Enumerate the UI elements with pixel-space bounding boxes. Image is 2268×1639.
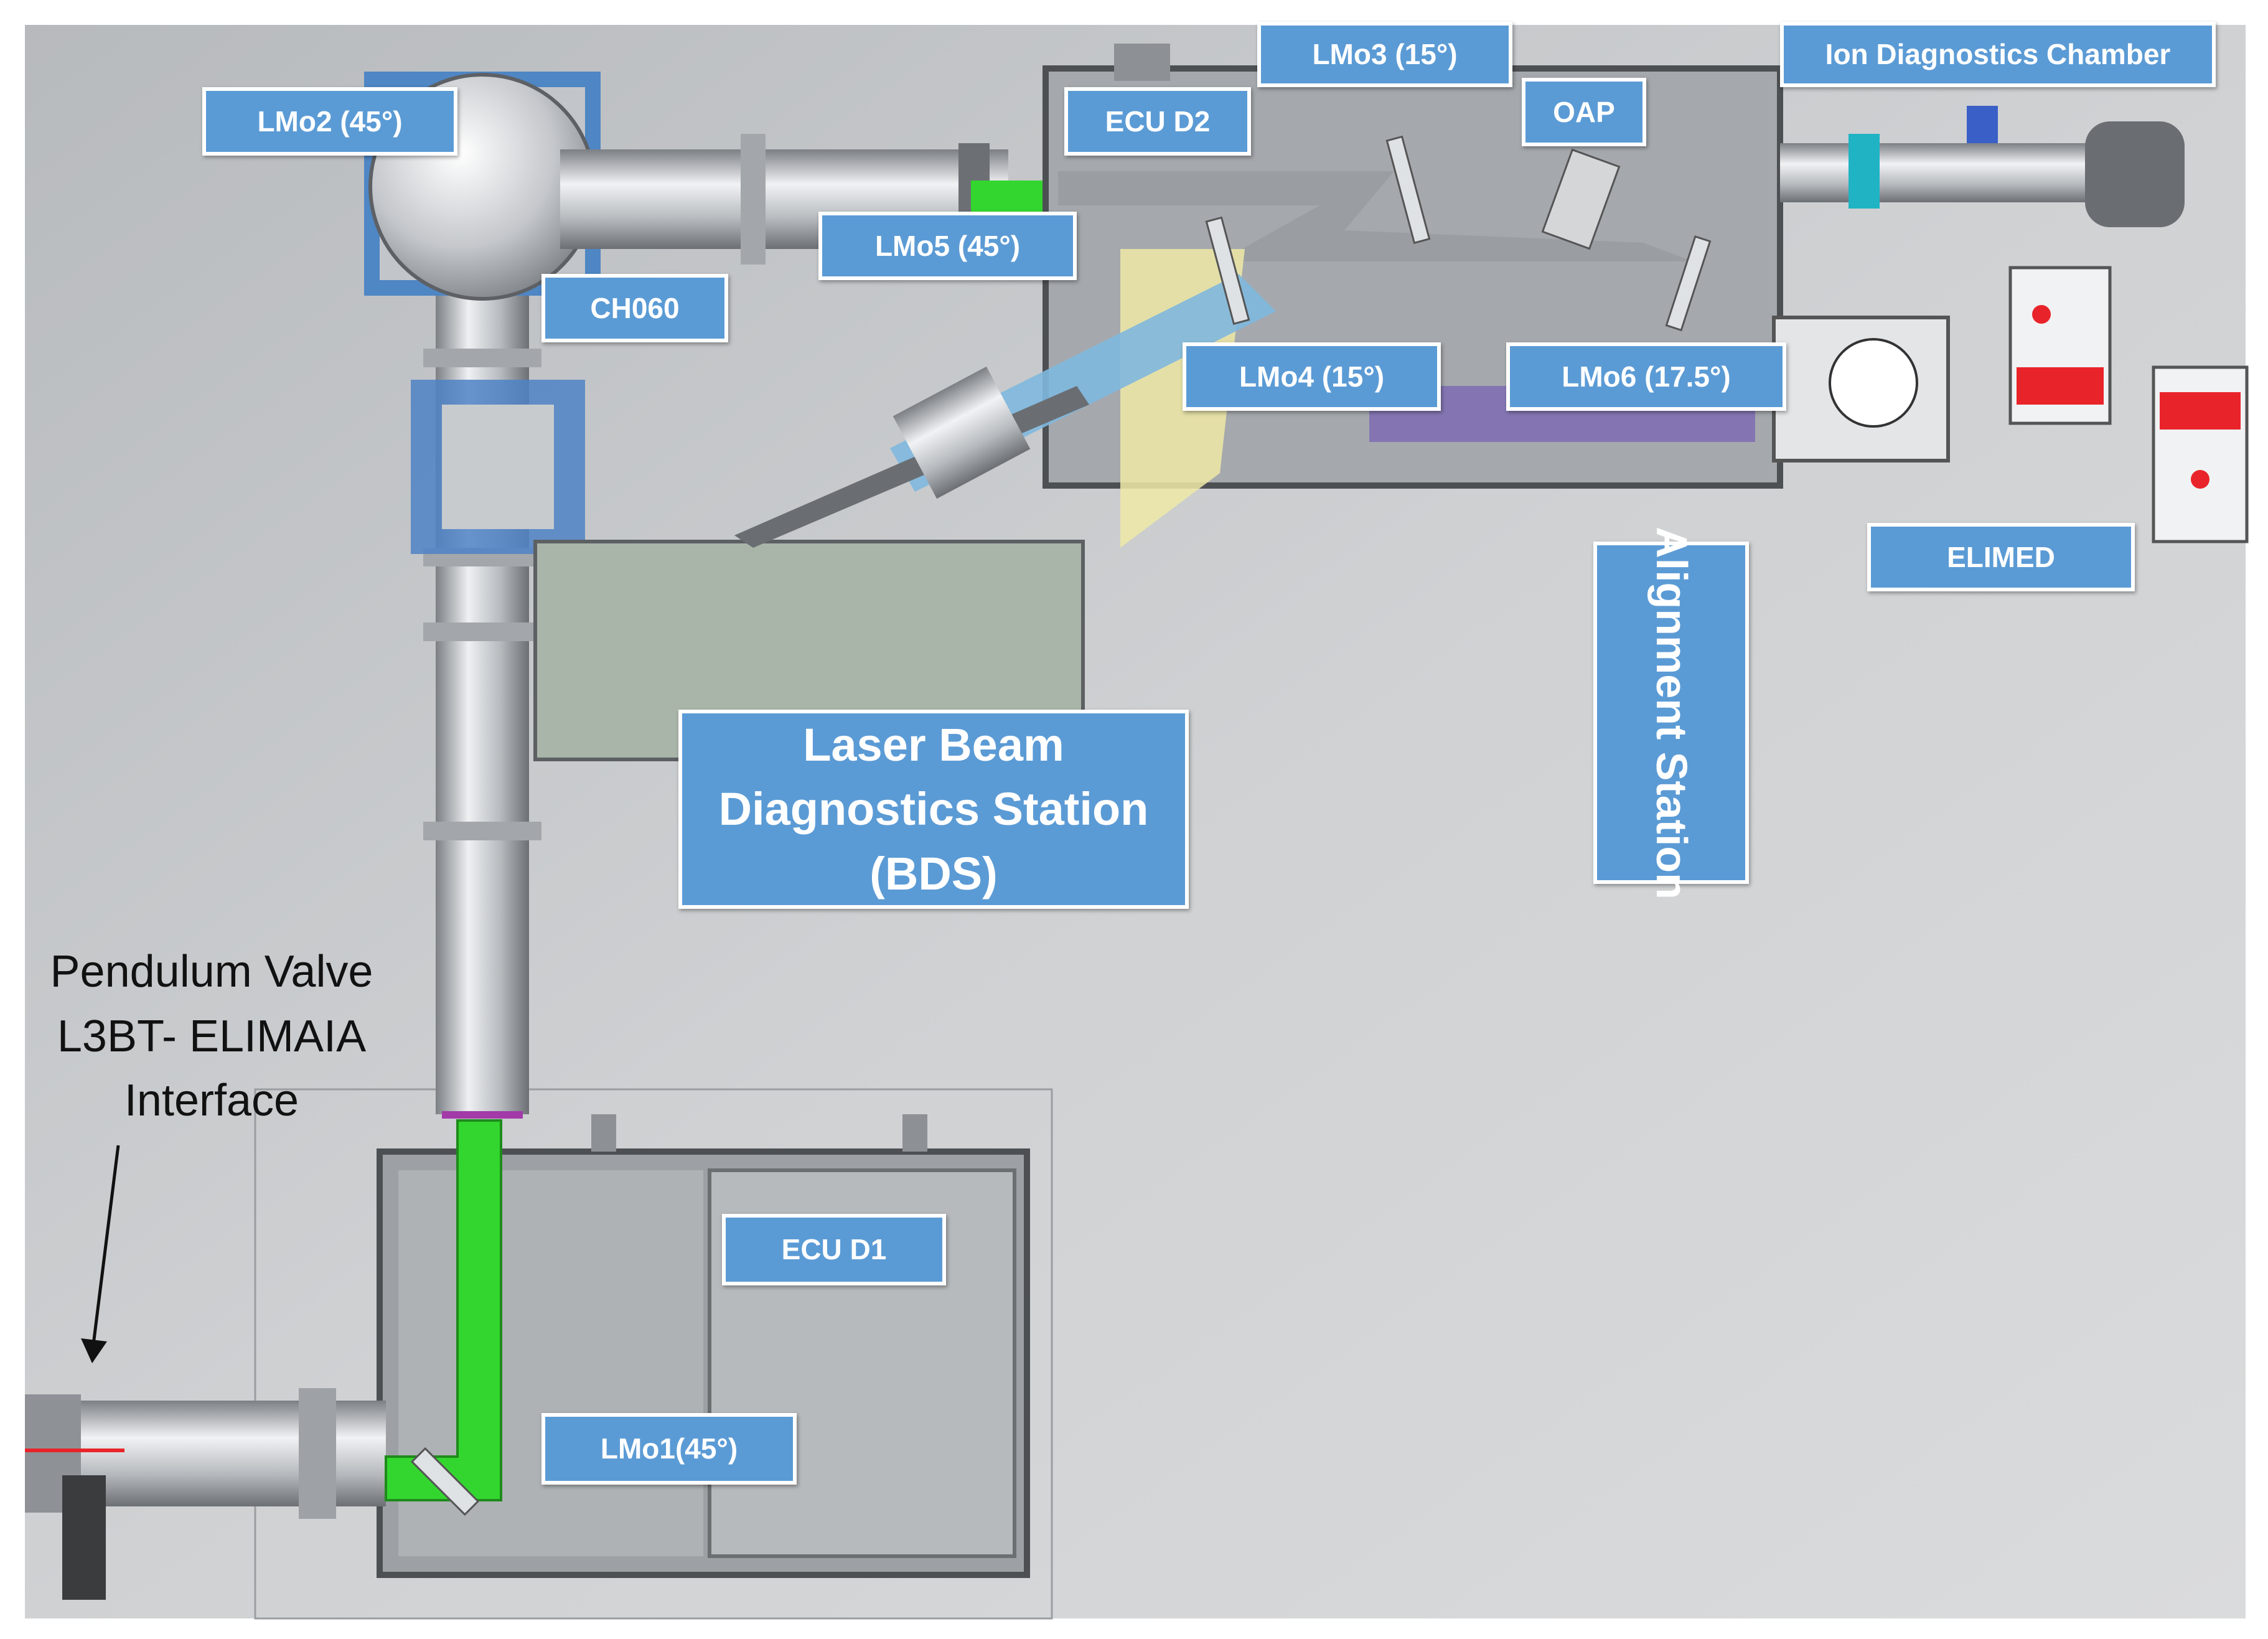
pipe-gasket	[442, 1111, 523, 1119]
bds-telescope	[893, 366, 1031, 499]
pipe-flange	[741, 134, 766, 265]
bds-line-2: Diagnostics Station	[718, 783, 1149, 835]
pendulum-arrow-head	[81, 1338, 107, 1363]
label-lmo5: LMo5 (45°)	[818, 212, 1077, 280]
interaction-target	[1829, 338, 1918, 428]
alignment-station-text: Alignment Station	[1647, 526, 1696, 899]
pipe-flange	[423, 622, 541, 641]
label-lmo2: LMo2 (45°)	[202, 87, 457, 156]
label-ch060: CH060	[541, 274, 728, 342]
pipe-flange	[423, 822, 541, 840]
ecu-d1-port	[591, 1114, 616, 1152]
lmo6-mirror	[1665, 235, 1712, 332]
label-lmo6: LMo6 (17.5°)	[1506, 342, 1786, 411]
pipe-taper	[436, 996, 529, 1114]
bds-line-1: Laser Beam	[803, 718, 1064, 771]
pendulum-line-3: Interface	[124, 1076, 299, 1126]
label-lmo4: LMo4 (15°)	[1183, 342, 1441, 411]
elimed-indicator	[2191, 470, 2209, 489]
elimed-indicator	[2032, 305, 2051, 324]
ecu-d2-port	[1114, 44, 1170, 81]
pendulum-arrow-line	[91, 1145, 120, 1345]
beam-path	[1058, 171, 1693, 261]
label-ecu-d2: ECU D2	[1064, 87, 1251, 156]
oap-mirror	[1541, 148, 1621, 250]
bds-line-3: (BDS)	[869, 847, 998, 899]
vacuum-gauge	[1967, 106, 1998, 143]
laser-beam-path	[385, 1119, 502, 1501]
label-lmo1: LMo1(45°)	[541, 1413, 797, 1485]
elimed-red-block	[2017, 367, 2104, 405]
pipe-flange	[299, 1388, 336, 1519]
pendulum-valve-body	[62, 1475, 106, 1600]
pendulum-line-1: Pendulum Valve	[50, 947, 373, 997]
pendulum-line-2: L3BT- ELIMAIA	[57, 1011, 367, 1061]
label-elimed: ELIMED	[1867, 523, 2135, 591]
lmo1-mirror	[410, 1447, 480, 1516]
lmo4-mirror	[1205, 216, 1250, 326]
label-alignment-station: Alignment Station	[1593, 527, 1749, 899]
lmo3-mirror	[1385, 135, 1431, 245]
label-oap: OAP	[1522, 78, 1646, 146]
label-ecu-d1: ECU D1	[722, 1214, 946, 1285]
pipe-flange	[423, 349, 541, 367]
ecu-d1-outline	[254, 1088, 1053, 1620]
label-lmo3: LMo3 (15°)	[1257, 22, 1512, 87]
pump-body	[442, 405, 554, 529]
pendulum-valve-caption: Pendulum Valve L3BT- ELIMAIA Interface	[28, 940, 395, 1134]
ecu-d1-port	[902, 1114, 927, 1152]
pipe-clamp	[1849, 134, 1880, 209]
label-ion-diagnostics-chamber: Ion Diagnostics Chamber	[1780, 22, 2216, 87]
label-bds: Laser Beam Diagnostics Station (BDS)	[678, 710, 1189, 909]
elimed-red-block	[2160, 392, 2241, 430]
ion-diagnostics-pipe	[1780, 143, 2129, 202]
ion-diagnostics-chamber	[2085, 121, 2185, 227]
